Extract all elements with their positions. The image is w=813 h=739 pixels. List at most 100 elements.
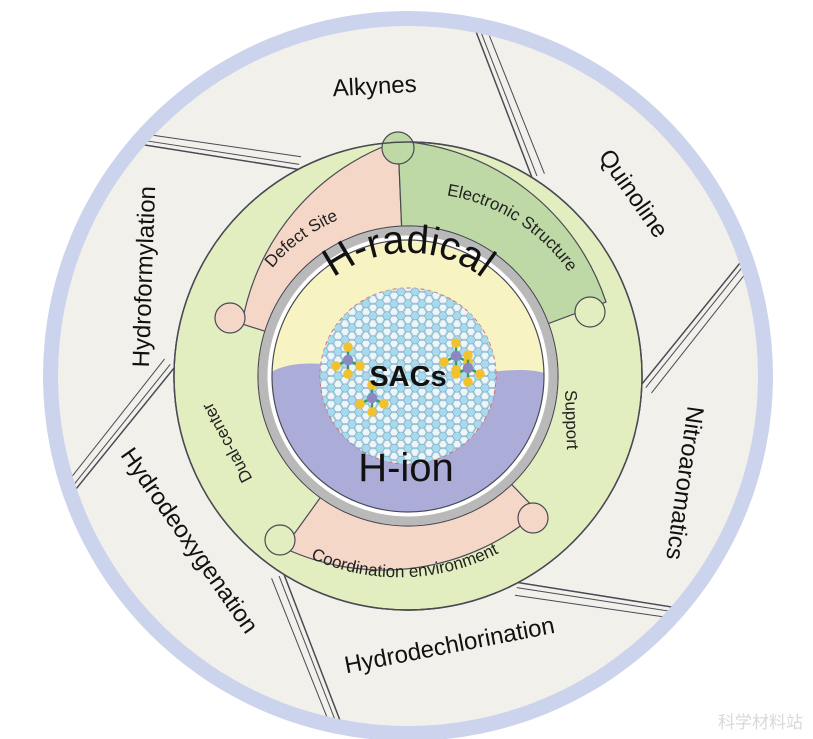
carbon-atom <box>333 395 343 405</box>
carbon-atom <box>382 311 392 321</box>
carbon-atom <box>431 323 441 333</box>
carbon-atom <box>452 431 462 441</box>
metal-atom <box>450 350 462 362</box>
carbon-atom <box>389 347 399 357</box>
carbon-atom <box>452 407 462 417</box>
carbon-atom <box>417 443 427 453</box>
carbon-atom <box>347 323 357 333</box>
nitrogen-atom <box>343 369 353 379</box>
carbon-atom <box>445 299 455 309</box>
carbon-atom <box>340 383 350 393</box>
carbon-atom <box>340 407 350 417</box>
blade-seam <box>64 364 171 496</box>
nitrogen-atom <box>343 342 353 352</box>
carbon-atom <box>431 299 441 309</box>
blade-seam <box>62 358 165 489</box>
watermark: 科学材料站 <box>718 713 803 733</box>
blade-seam <box>475 26 538 177</box>
carbon-atom <box>410 383 420 393</box>
carbon-atom <box>438 431 448 441</box>
sac-lattice <box>320 288 496 464</box>
carbon-atom <box>431 347 441 357</box>
puzzle-knob <box>517 502 549 534</box>
carbon-atom <box>389 323 399 333</box>
carbon-atom <box>396 311 406 321</box>
blade-seam <box>645 256 752 388</box>
blade-seam <box>514 594 678 620</box>
nitrogen-atom <box>355 361 365 371</box>
carbon-atom <box>375 299 385 309</box>
carbon-atom <box>403 443 413 453</box>
carbon-atom <box>431 395 441 405</box>
blade-seam <box>278 575 341 726</box>
carbon-atom <box>438 383 448 393</box>
carbon-atom <box>417 395 427 405</box>
hydroformylation-label: Hydroformylation <box>128 186 161 368</box>
carbon-atom <box>452 311 462 321</box>
carbon-atom <box>368 359 378 369</box>
carbon-atom <box>403 395 413 405</box>
carbon-atom <box>396 335 406 345</box>
carbon-atom <box>382 431 392 441</box>
carbon-atom <box>361 371 371 381</box>
carbon-atom <box>410 455 420 464</box>
metal-atom <box>342 354 354 366</box>
carbon-atom <box>368 335 378 345</box>
carbon-atom <box>389 443 399 453</box>
carbon-atom <box>445 395 455 405</box>
carbon-atom <box>326 383 336 393</box>
carbon-atom <box>431 419 441 429</box>
carbon-atom <box>389 299 399 309</box>
carbon-atom <box>410 288 420 297</box>
carbon-atom <box>403 323 413 333</box>
carbon-atom <box>410 359 420 369</box>
core-grey-ring <box>258 226 558 526</box>
carbon-atom <box>424 383 434 393</box>
metal-atom <box>462 362 474 374</box>
carbon-atom <box>320 371 329 381</box>
carbon-atom <box>459 323 469 333</box>
h-ion-label: H-ion <box>358 446 454 490</box>
carbon-atom <box>466 407 476 417</box>
nitrogen-atom <box>367 407 377 417</box>
carbon-atom <box>382 407 392 417</box>
carbon-atom <box>445 443 455 453</box>
nitrogen-atom <box>451 338 461 348</box>
carbon-atom <box>375 323 385 333</box>
carbon-atom <box>417 323 427 333</box>
carbon-atom <box>459 419 469 429</box>
carbon-atom <box>354 311 364 321</box>
carbon-atom <box>375 419 385 429</box>
carbon-atom <box>347 419 357 429</box>
carbon-atom <box>452 383 462 393</box>
carbon-atom <box>424 311 434 321</box>
center-label: SACs <box>369 361 446 393</box>
carbon-atom <box>410 407 420 417</box>
puzzle-knob <box>381 131 415 165</box>
puzzle-knob <box>574 296 606 328</box>
nitrogen-atom <box>451 369 461 379</box>
nitrogen-atom <box>331 361 341 371</box>
carbon-atom <box>347 395 357 405</box>
carbon-atom <box>320 383 322 393</box>
carbon-atom <box>424 407 434 417</box>
carbon-atom <box>417 299 427 309</box>
blade-seam <box>133 138 300 165</box>
carbon-atom <box>389 395 399 405</box>
carbon-atom <box>333 371 343 381</box>
carbon-atom <box>410 335 420 345</box>
blade-seam <box>483 26 545 174</box>
carbon-atom <box>389 419 399 429</box>
metal-atom <box>366 392 378 404</box>
nitrogen-atom <box>463 350 473 360</box>
carbon-atom <box>354 407 364 417</box>
carbon-atom <box>424 431 434 441</box>
blade-seam <box>516 587 683 614</box>
carbon-atom <box>361 443 371 453</box>
puzzle-knob <box>214 302 246 334</box>
carbon-atom <box>494 359 496 369</box>
carbon-atom <box>424 359 434 369</box>
carbon-atom <box>403 299 413 309</box>
nitrogen-atom <box>379 399 389 409</box>
